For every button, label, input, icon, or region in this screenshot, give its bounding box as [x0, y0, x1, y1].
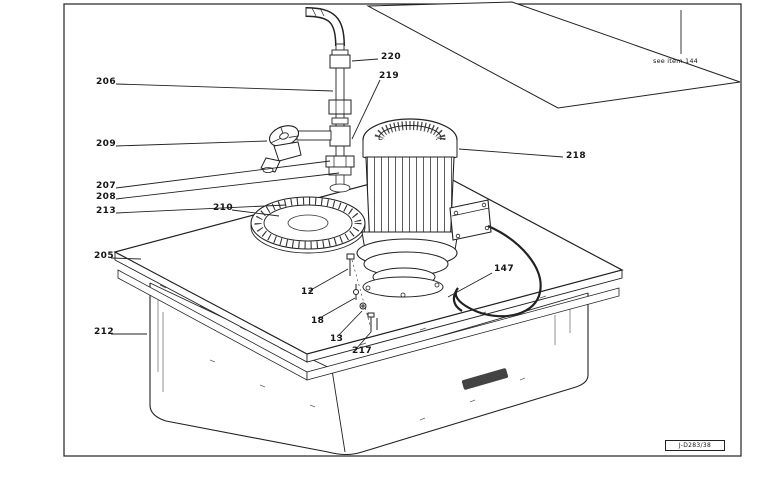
callout-207: 207: [96, 181, 116, 191]
callout-218: 218: [566, 151, 586, 161]
rear-panel: [366, 1, 741, 109]
callout-219: 219: [379, 71, 399, 81]
leader-lines: [110, 58, 564, 350]
drain-valve: [260, 125, 302, 173]
nameplate: [461, 368, 509, 390]
callout-210: 210: [213, 203, 233, 213]
drawing-number-plate: J-D283/38: [665, 440, 725, 451]
pipe-assembly: [296, 7, 355, 193]
callout-209: 209: [96, 139, 116, 149]
callout-147: 147: [494, 264, 514, 274]
drawing-frame: [63, 3, 742, 457]
see-item-note: see item 144: [653, 57, 699, 65]
callout-220: 220: [381, 52, 401, 62]
callout-212: 212: [94, 327, 114, 337]
strainer-cover: [250, 196, 366, 254]
callout-18: 18: [311, 316, 325, 326]
callout-206: 206: [96, 77, 116, 87]
callout-205: 205: [94, 251, 114, 261]
callout-217: 217: [352, 346, 372, 356]
motor-pump-unit: [356, 118, 492, 298]
fasteners: [346, 253, 378, 333]
callout-12: 12: [301, 287, 315, 297]
callout-208: 208: [96, 192, 116, 202]
callout-13: 13: [330, 334, 344, 344]
callout-213: 213: [96, 206, 116, 216]
